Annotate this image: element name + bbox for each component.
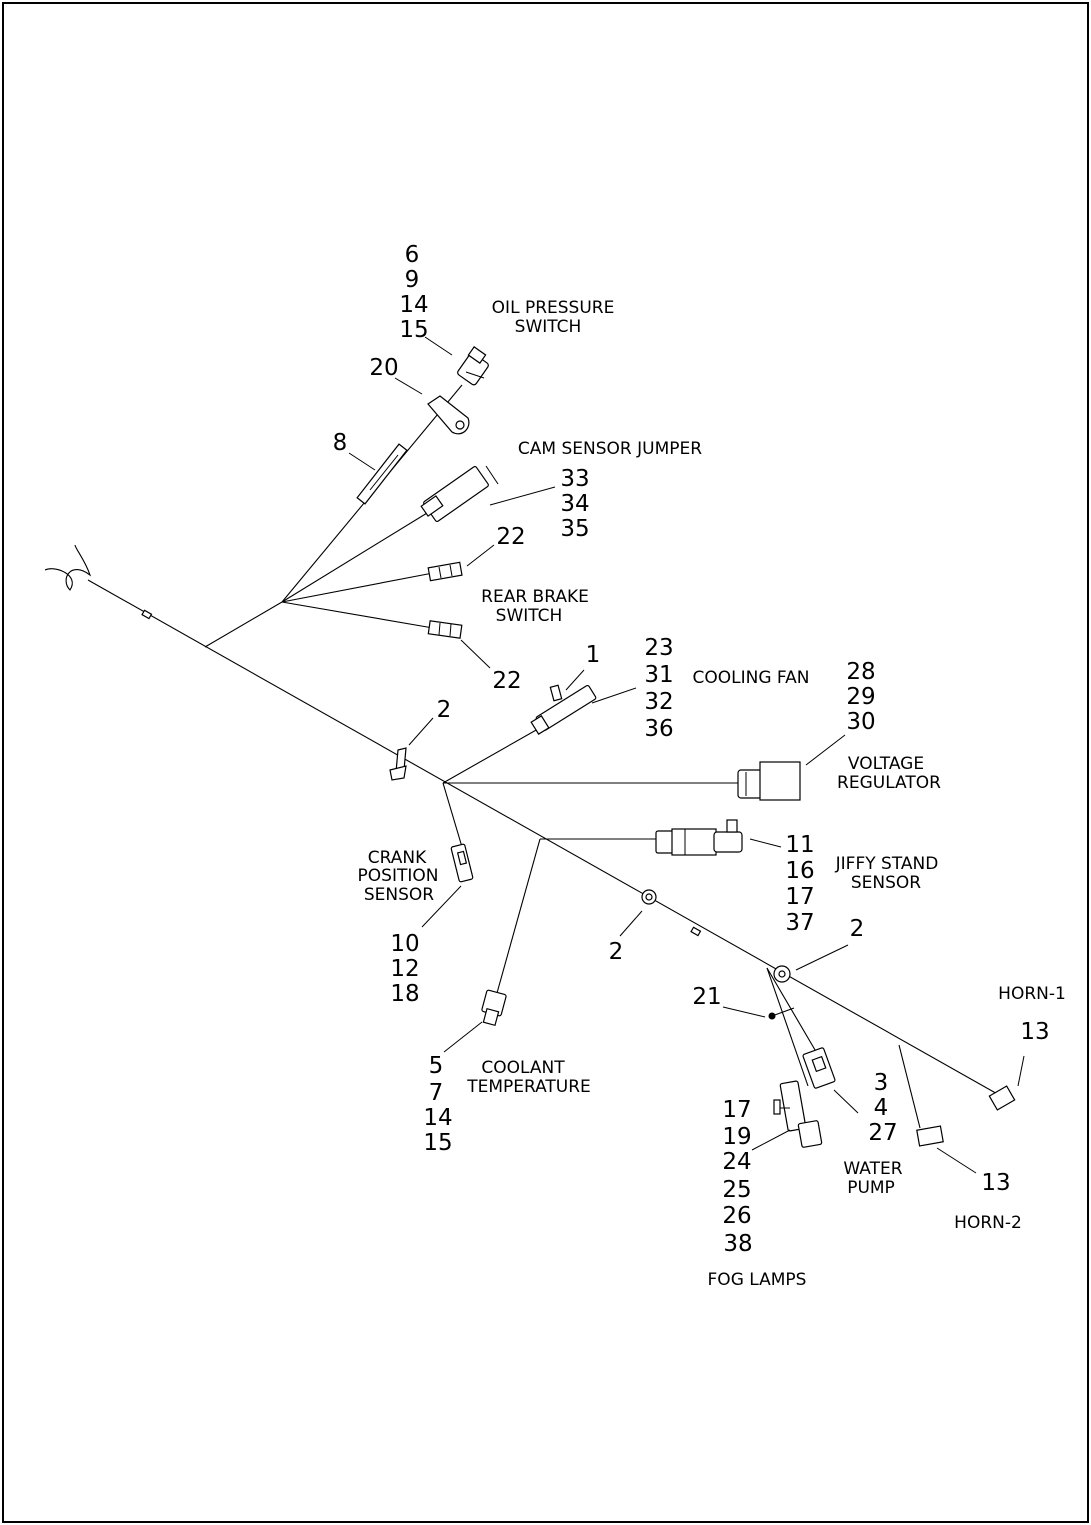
part-rear-brake-connector-upper: [427, 561, 463, 582]
part-sleeve-8: [356, 443, 408, 505]
part-harness-sleeve: [141, 609, 702, 937]
callout-8: 8: [333, 430, 348, 456]
callout-crank-1: 10: [390, 931, 419, 957]
callout-oil-1: 6: [405, 242, 420, 268]
part-crank-position-sensor: [450, 843, 474, 883]
callout-21: 21: [692, 984, 721, 1010]
label-crank-3: SENSOR: [364, 885, 434, 905]
label-rear-brake-1: REAR BRAKE: [481, 587, 589, 607]
part-jiffy-stand-connector: [655, 819, 743, 856]
part-cam-sensor-jumper: [420, 465, 499, 522]
part-oil-pressure-switch: [457, 346, 489, 386]
callout-fog-5: 26: [722, 1203, 751, 1229]
callout-13-horn1: 13: [1020, 1019, 1049, 1045]
callout-fog-6: 38: [723, 1231, 752, 1257]
label-oil-pressure-1: OIL PRESSURE: [492, 298, 615, 318]
callout-2-lower: 2: [850, 916, 865, 942]
part-clip-20: [427, 395, 470, 435]
callout-fog-3: 24: [722, 1149, 751, 1175]
callout-22-upper: 22: [496, 524, 525, 550]
callout-fog-2: 19: [722, 1124, 751, 1150]
label-cooling-fan: COOLING FAN: [693, 668, 810, 688]
label-horn-2: HORN-2: [954, 1213, 1022, 1233]
callout-jiffy-3: 17: [785, 884, 814, 910]
label-water-pump-2: PUMP: [847, 1178, 895, 1198]
callout-water-3: 27: [868, 1120, 897, 1146]
label-rear-brake-2: SWITCH: [496, 606, 563, 626]
leader-lines: [348, 336, 1025, 1174]
callout-water-1: 3: [874, 1070, 889, 1096]
callout-crank-3: 18: [390, 981, 419, 1007]
label-voltage-regulator-2: REGULATOR: [837, 773, 941, 793]
label-water-pump-1: WATER: [843, 1159, 902, 1179]
callout-jiffy-4: 37: [785, 910, 814, 936]
callout-fan-1: 23: [644, 635, 673, 661]
callout-numbers: 6 9 14 15 20 8 33 34 35 22 22 1 23 31 32…: [333, 242, 1050, 1257]
label-horn-1: HORN-1: [998, 984, 1066, 1004]
part-cooling-fan-connector: [530, 684, 597, 735]
part-screw-21: [768, 1007, 795, 1020]
callout-vreg-1: 28: [846, 659, 875, 685]
part-horn1-connector: [988, 1085, 1016, 1111]
part-clip-2-lower: [773, 965, 791, 983]
label-voltage-regulator-1: VOLTAGE: [848, 754, 924, 774]
part-rear-brake-connector-lower: [427, 620, 463, 639]
label-fog-lamps: FOG LAMPS: [708, 1270, 807, 1290]
label-coolant-2: TEMPERATURE: [466, 1077, 591, 1097]
part-clip-2-upper: [389, 747, 407, 781]
callout-oil-4: 15: [399, 317, 428, 343]
part-voltage-regulator-connector: [737, 761, 801, 801]
part-fog-lamp-connector: [773, 1080, 823, 1148]
callout-coolant-4: 15: [423, 1130, 452, 1156]
callout-fan-3: 32: [644, 689, 673, 715]
part-horn2-connector: [916, 1125, 944, 1147]
part-clip-2-middle: [641, 889, 657, 905]
callout-oil-3: 14: [399, 292, 428, 318]
callout-coolant-1: 5: [429, 1053, 444, 1079]
label-jiffy-stand-2: SENSOR: [851, 873, 921, 893]
callout-1: 1: [586, 642, 601, 668]
label-coolant-1: COOLANT: [481, 1058, 565, 1078]
callout-fan-4: 36: [644, 716, 673, 742]
callout-13-horn2: 13: [981, 1170, 1010, 1196]
label-jiffy-stand-1: JIFFY STAND: [835, 854, 939, 874]
label-crank-2: POSITION: [358, 866, 439, 886]
part-coolant-temperature-sensor: [481, 989, 507, 1027]
callout-jiffy-1: 11: [785, 832, 814, 858]
callout-cam-1: 33: [560, 466, 589, 492]
callout-2-upper: 2: [437, 697, 452, 723]
callout-22-lower: 22: [492, 668, 521, 694]
callout-coolant-2: 7: [429, 1080, 444, 1106]
callout-cam-2: 34: [560, 491, 589, 517]
callout-vreg-3: 30: [846, 709, 875, 735]
harness-wires: [44, 384, 1009, 1129]
callout-water-2: 4: [874, 1095, 889, 1121]
harness-end-curl: [44, 544, 92, 591]
callout-fog-4: 25: [722, 1177, 751, 1203]
callout-jiffy-2: 16: [785, 858, 814, 884]
callout-fan-2: 31: [644, 662, 673, 688]
component-labels: OIL PRESSURE SWITCH CAM SENSOR JUMPER RE…: [358, 298, 1066, 1290]
label-crank-1: CRANK: [368, 848, 427, 868]
callout-fog-1: 17: [722, 1097, 751, 1123]
callout-oil-2: 9: [405, 267, 420, 293]
label-oil-pressure-2: SWITCH: [515, 317, 582, 337]
callout-coolant-3: 14: [423, 1105, 452, 1131]
callout-20: 20: [369, 355, 398, 381]
callout-vreg-2: 29: [846, 684, 875, 710]
callout-2-middle: 2: [609, 939, 624, 965]
callout-cam-3: 35: [560, 516, 589, 542]
label-cam-sensor: CAM SENSOR JUMPER: [518, 439, 702, 459]
part-water-pump-connector: [802, 1047, 836, 1089]
callout-crank-2: 12: [390, 956, 419, 982]
